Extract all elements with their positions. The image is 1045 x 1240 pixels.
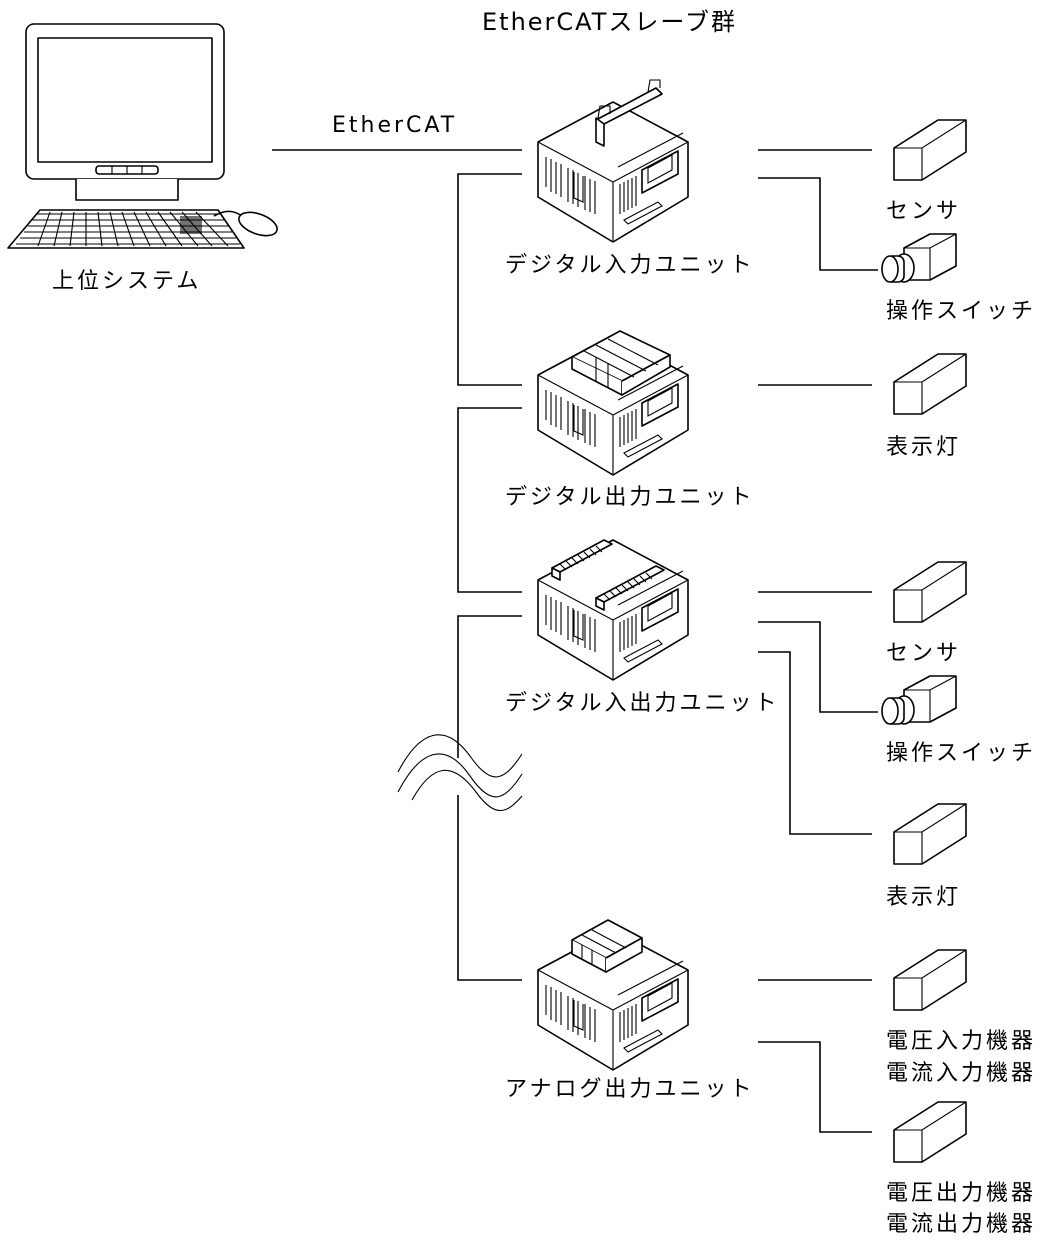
wire-u1-switch (758, 177, 878, 271)
u3-device-2-label: 操作スイッチ (886, 741, 1036, 766)
chain-line-3 (457, 615, 522, 981)
wire-u4-device2 (758, 1041, 872, 1133)
slave-group-title: EtherCATスレーブ群 (482, 8, 737, 36)
u1-device-1-label: センサ (886, 199, 961, 224)
omission-wave-mid (397, 734, 523, 778)
digital-output-unit-icon (537, 330, 689, 476)
u1-device-2-label: 操作スイッチ (886, 299, 1036, 324)
analog-device-icon (893, 949, 967, 1011)
u4-device-2-label-1: 電圧出力機器 (886, 1181, 1036, 1206)
omission-wave-bottom (411, 769, 523, 812)
host-computer-icon (7, 23, 278, 249)
unit-3-label: デジタル入出力ユニット (505, 691, 780, 716)
indicator-lamp-icon (893, 353, 967, 415)
unit-1-label: デジタル入力ユニット (505, 253, 755, 278)
u3-device-3-label: 表示灯 (886, 885, 961, 910)
digital-io-unit-icon (537, 539, 689, 681)
omission-wave-top (397, 753, 523, 798)
analog-output-unit-icon (537, 919, 689, 1071)
ethercat-label: EtherCAT (332, 113, 457, 138)
sensor-icon (893, 561, 967, 623)
host-system-label: 上位システム (52, 269, 201, 294)
u3-device-1-label: センサ (886, 641, 961, 666)
unit-2-label: デジタル出力ユニット (505, 485, 755, 510)
u4-device-2-label-2: 電流出力機器 (886, 1212, 1036, 1237)
u2-device-1-label: 表示灯 (886, 435, 961, 460)
u4-device-1-label-1: 電圧入力機器 (886, 1029, 1036, 1054)
wire-u3-lamp (758, 651, 872, 835)
indicator-lamp-icon (893, 803, 967, 865)
wire-u3-switch (758, 621, 878, 713)
operation-switch-icon (881, 675, 957, 725)
digital-input-unit-icon (537, 79, 689, 243)
chain-line-1 (457, 173, 522, 386)
sensor-icon (893, 119, 967, 181)
analog-device-icon (893, 1101, 967, 1163)
chain-line-2 (457, 407, 522, 593)
operation-switch-icon (881, 233, 957, 283)
unit-4-label: アナログ出力ユニット (505, 1077, 755, 1102)
u4-device-1-label-2: 電流入力機器 (886, 1061, 1036, 1086)
